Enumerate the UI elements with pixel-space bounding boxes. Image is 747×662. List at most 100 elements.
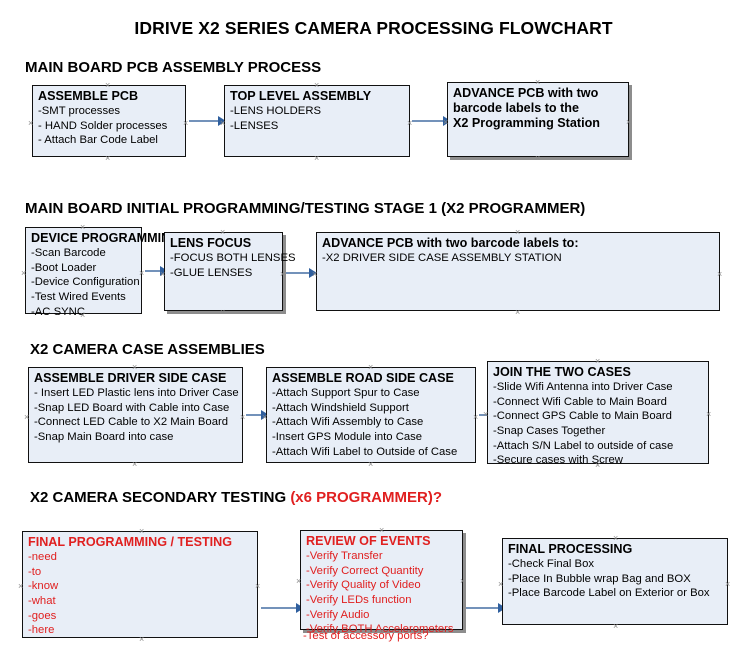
selection-handle-bottom[interactable] (105, 154, 110, 163)
selection-handle-bottom[interactable] (80, 311, 85, 320)
box-lens-focus[interactable]: LENS FOCUS -FOCUS BOTH LENSES -GLUE LENS… (164, 232, 296, 311)
selection-handle-left[interactable] (24, 413, 29, 422)
selection-handle-bottom[interactable] (139, 635, 144, 644)
connector-arrow-4-2 (466, 603, 506, 613)
selection-handle-right[interactable] (626, 118, 631, 127)
box-line: -know (28, 580, 59, 593)
box-line: -goes (28, 609, 57, 622)
box-title: LENS FOCUS (170, 236, 252, 250)
selection-handle-left[interactable] (28, 119, 33, 128)
box-line: -Attach S/N Label to outside of case (493, 439, 674, 452)
selection-handle-left[interactable] (443, 118, 448, 127)
box-review-of-events-overflow-line: -Test of accessory ports? (303, 630, 429, 642)
selection-handle-right[interactable] (255, 582, 260, 591)
selection-handle-bottom[interactable] (314, 154, 319, 163)
selection-handle-left[interactable] (262, 413, 267, 422)
selection-handle-top[interactable] (613, 534, 618, 543)
box-line: -Connect GPS Cable to Main Board (493, 410, 672, 423)
selection-handle-right[interactable] (717, 270, 722, 279)
box-title: DEVICE PROGRAMMING (31, 231, 181, 245)
box-assemble-road-side-case[interactable]: ASSEMBLE ROAD SIDE CASE -Attach Support … (266, 367, 476, 463)
box-line: -Scan Barcode (31, 246, 106, 259)
box-line: -Insert GPS Module into Case (272, 430, 423, 443)
box-title: REVIEW OF EVENTS (306, 534, 431, 548)
section-heading-4-text: X2 CAMERA SECONDARY TESTING (30, 489, 291, 506)
selection-handle-left[interactable] (21, 269, 26, 278)
selection-handle-left[interactable] (312, 270, 317, 279)
selection-handle-top[interactable] (595, 357, 600, 366)
selection-handle-right[interactable] (280, 270, 285, 279)
box-title: ADVANCE PCB with two (453, 86, 599, 100)
selection-handle-right[interactable] (725, 580, 730, 589)
selection-handle-bottom[interactable] (368, 460, 373, 469)
box-top-level-assembly[interactable]: TOP LEVEL ASSEMBLY -LENS HOLDERS -LENSES (224, 85, 410, 157)
selection-handle-top[interactable] (139, 527, 144, 536)
box-final-processing[interactable]: FINAL PROCESSING -Check Final Box -Place… (502, 538, 728, 625)
selection-handle-right[interactable] (139, 269, 144, 278)
box-line: -Snap Cases Together (493, 424, 606, 437)
box-line: -Verify Transfer (306, 549, 383, 562)
selection-handle-right[interactable] (706, 410, 711, 419)
connector-arrow-3-1 (246, 410, 269, 420)
box-line: -Attach Wifi Label to Outside of Case (272, 445, 458, 458)
selection-handle-top[interactable] (535, 78, 540, 87)
selection-handle-bottom[interactable] (595, 461, 600, 470)
box-line: -Verify LEDs function (306, 593, 412, 606)
selection-handle-left[interactable] (498, 580, 503, 589)
selection-handle-bottom[interactable] (515, 308, 520, 317)
box-join-the-two-cases[interactable]: JOIN THE TWO CASES -Slide Wifi Antenna i… (487, 361, 711, 466)
selection-handle-left[interactable] (483, 410, 488, 419)
selection-handle-top[interactable] (132, 363, 137, 372)
selection-handle-bottom[interactable] (220, 308, 225, 317)
selection-handle-top[interactable] (515, 228, 520, 237)
box-title: ADVANCE PCB with two barcode labels to: (322, 236, 579, 250)
box-line: -Attach Windshield Support (272, 401, 409, 414)
box-line: -Slide Wifi Antenna into Driver Case (493, 380, 673, 393)
box-assemble-driver-side-case[interactable]: ASSEMBLE DRIVER SIDE CASE - Insert LED P… (28, 367, 243, 463)
box-line: -Attach Support Spur to Case (272, 386, 420, 399)
selection-handle-top[interactable] (80, 223, 85, 232)
box-line: -Place Barcode Label on Exterior or Box (508, 587, 710, 600)
box-advance-pcb-driver-side-station[interactable]: ADVANCE PCB with two barcode labels to: … (316, 232, 720, 311)
box-line: -Test Wired Events (31, 290, 126, 303)
selection-handle-bottom[interactable] (535, 154, 540, 163)
box-final-programming-testing[interactable]: FINAL PROGRAMMING / TESTING -need -to -k… (22, 531, 258, 638)
selection-handle-right[interactable] (473, 413, 478, 422)
selection-handle-left[interactable] (296, 577, 301, 586)
box-title: ASSEMBLE PCB (38, 89, 139, 103)
selection-handle-bottom[interactable] (132, 460, 137, 469)
selection-handle-top[interactable] (314, 81, 319, 90)
selection-handle-right[interactable] (240, 413, 245, 422)
section-heading-3: X2 CAMERA CASE ASSEMBLIES (30, 341, 265, 358)
selection-handle-left[interactable] (220, 119, 225, 128)
selection-handle-top[interactable] (368, 363, 373, 372)
box-line: -GLUE LENSES (170, 266, 253, 279)
box-line: -Place In Bubble wrap Bag and BOX (508, 572, 691, 585)
selection-handle-top[interactable] (105, 81, 110, 90)
box-line: -Connect Wifi Cable to Main Board (493, 395, 667, 408)
box-line: barcode labels to the (453, 100, 579, 115)
selection-handle-left[interactable] (160, 270, 165, 279)
selection-handle-right[interactable] (183, 119, 188, 128)
selection-handle-top[interactable] (220, 228, 225, 237)
box-device-programming[interactable]: DEVICE PROGRAMMING -Scan Barcode -Boot L… (25, 227, 181, 318)
connector-arrow-2-1 (145, 266, 168, 276)
box-assemble-pcb[interactable]: ASSEMBLE PCB -SMT processes - HAND Solde… (32, 85, 186, 157)
connector-arrow-4-1 (261, 603, 304, 613)
box-line: -FOCUS BOTH LENSES (170, 251, 296, 264)
selection-handle-bottom[interactable] (613, 622, 618, 631)
selection-handle-top[interactable] (379, 526, 384, 535)
connector-arrow-2-2 (286, 268, 317, 278)
box-line: -Device Configuration (31, 276, 140, 289)
box-line: -here (28, 624, 55, 637)
box-line: -Verify Audio (306, 608, 370, 621)
connector-arrow-1-2 (412, 116, 451, 126)
selection-handle-right[interactable] (460, 577, 465, 586)
box-line: - Insert LED Plastic lens into Driver Ca… (34, 386, 239, 399)
selection-handle-left[interactable] (18, 582, 23, 591)
box-title: ASSEMBLE ROAD SIDE CASE (272, 371, 454, 385)
box-title: ASSEMBLE DRIVER SIDE CASE (34, 371, 227, 385)
box-review-of-events[interactable]: REVIEW OF EVENTS -Verify Transfer -Verif… (300, 530, 465, 635)
box-advance-pcb-programming-station[interactable]: ADVANCE PCB with two barcode labels to t… (447, 82, 629, 157)
box-title: JOIN THE TWO CASES (493, 365, 631, 379)
